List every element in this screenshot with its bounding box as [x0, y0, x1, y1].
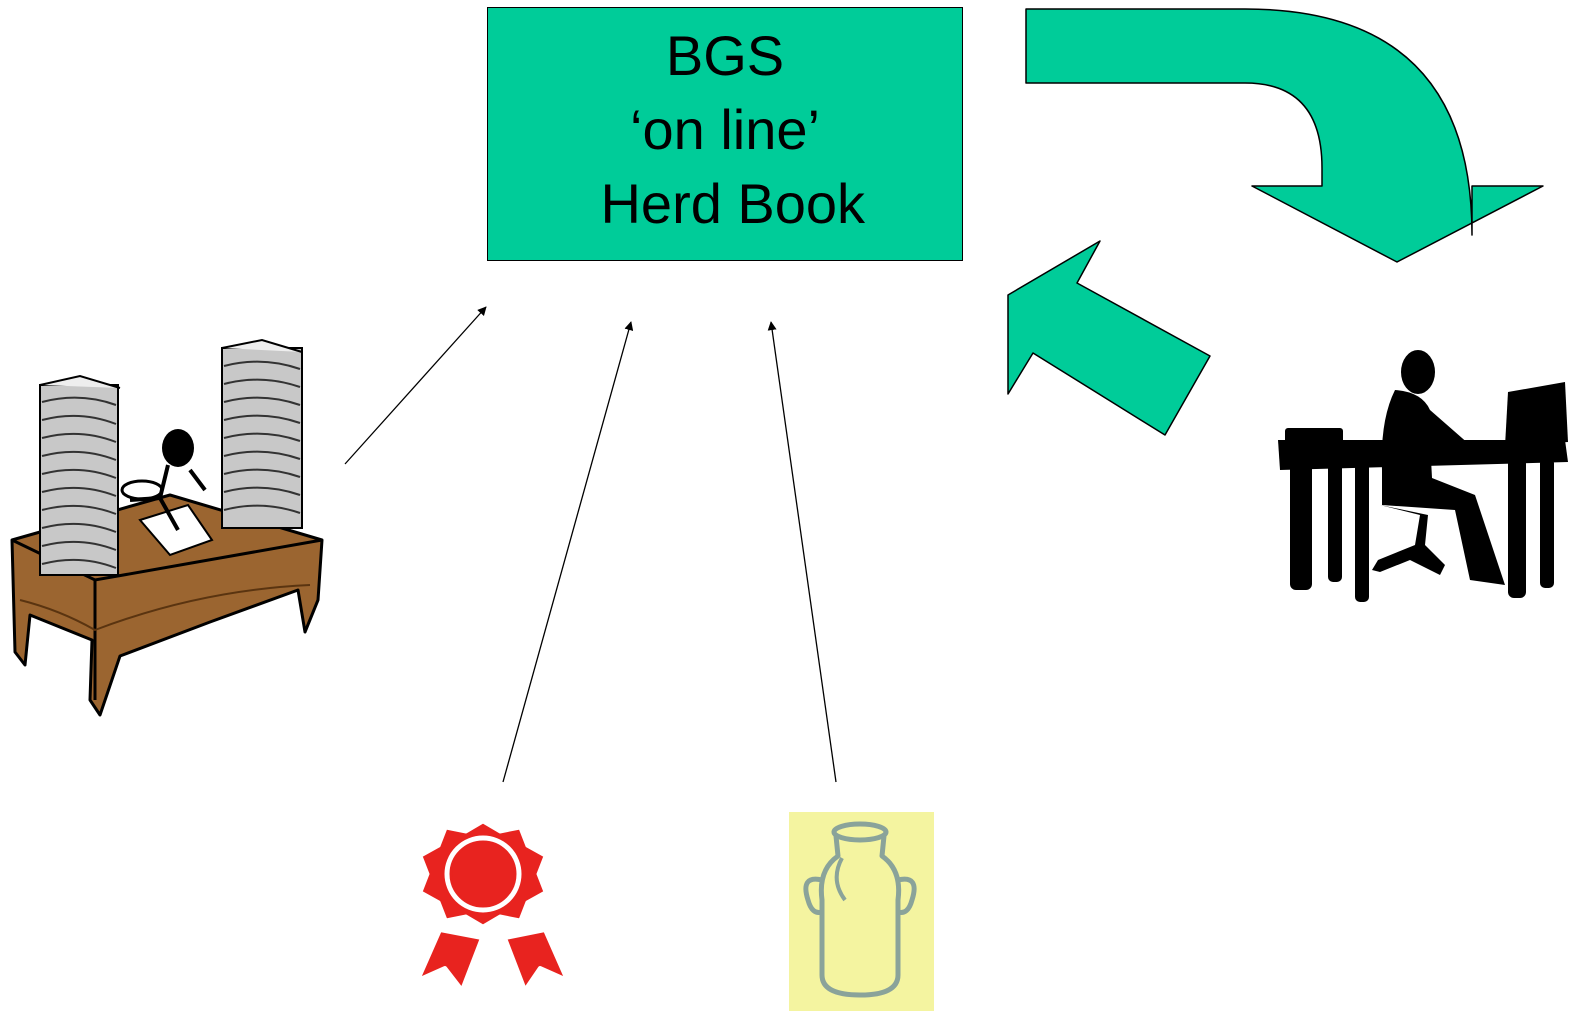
arrow-churn-to-box	[767, 321, 837, 783]
arrow-rosette-to-box	[502, 321, 634, 783]
herd-book-line-1: BGS	[665, 24, 785, 87]
computer-user-silhouette-icon	[1278, 350, 1568, 602]
arrow-desk-to-box	[344, 306, 487, 465]
milk-churn-icon	[789, 812, 934, 1011]
herd-book-box: BGS ‘on line’ Herd Book	[487, 7, 963, 261]
herd-book-line-2: ‘on line’	[630, 98, 820, 161]
curved-arrow-box-to-user	[1025, 8, 1544, 263]
clerk-desk-paper-stacks-icon	[10, 338, 324, 717]
herd-book-line-3: Herd Book	[584, 172, 866, 235]
return-arrow-user-to-box	[1007, 240, 1211, 436]
show-rosette-icon	[416, 820, 569, 992]
